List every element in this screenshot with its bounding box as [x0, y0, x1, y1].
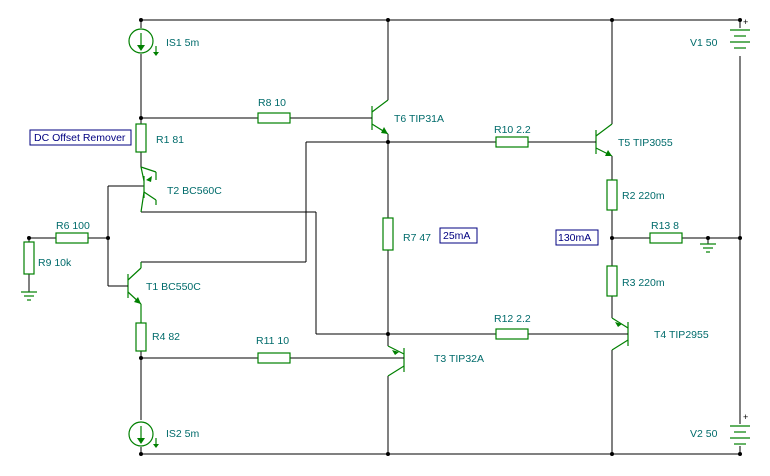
junction-dots: [27, 18, 742, 456]
resistor-r4: [135, 322, 147, 352]
output-current-note: 130mA: [558, 232, 591, 244]
r1-label: R1 81: [156, 134, 184, 146]
t4-label: T4 TIP2955: [654, 329, 709, 341]
resistor-r6: [55, 232, 89, 244]
transistor-t6: [360, 99, 389, 135]
battery-v1: [730, 29, 750, 49]
v2-plus: +: [743, 412, 748, 422]
r9-label: R9 10k: [38, 257, 72, 269]
bias-current-note-box: [439, 227, 478, 244]
resistor-r13: [649, 232, 683, 244]
t3-label: T3 TIP32A: [434, 353, 484, 365]
is1-label: IS1 5m: [166, 37, 200, 49]
transistor-t4: [611, 317, 629, 351]
resistor-r10: [495, 136, 529, 148]
ground-icon: [21, 291, 37, 301]
t6-label: T6 TIP31A: [394, 113, 444, 125]
resistor-r2: [606, 179, 618, 211]
dc-offset-note: DC Offset Remover: [34, 132, 126, 144]
t2-label: T2 BC560C: [167, 185, 222, 197]
wires: [28, 19, 741, 455]
r3-label: R3 220m: [622, 277, 665, 289]
transistor-t2: [132, 166, 157, 213]
output-current-note-box: [555, 229, 599, 246]
current-source-is2: [128, 421, 159, 448]
t1-label: T1 BC550C: [146, 281, 201, 293]
dc-offset-note-box: [29, 129, 132, 146]
r11-label: R11 10: [256, 335, 289, 347]
r7-label: R7 47: [403, 232, 431, 244]
v2-label: V2 50: [690, 428, 718, 440]
current-source-is1: [128, 28, 159, 56]
resistor-r7: [382, 217, 394, 251]
resistor-r1: [135, 123, 147, 153]
r2-label: R2 220m: [622, 190, 665, 202]
resistor-r8: [257, 112, 291, 124]
v1-label: V1 50: [690, 37, 718, 49]
resistor-r9: [23, 241, 35, 275]
battery-v2: [730, 425, 750, 445]
resistor-r3: [606, 265, 618, 297]
r6-label: R6 100: [56, 220, 90, 232]
resistor-r11: [257, 352, 291, 364]
r4-label: R4 82: [152, 331, 180, 343]
transistor-t1: [116, 262, 142, 323]
transistor-t5: [594, 123, 613, 157]
bias-current-note: 25mA: [443, 230, 470, 242]
r10-label: R10 2.2: [494, 124, 531, 136]
ground-icon: [700, 243, 716, 253]
t5-label: T5 TIP3055: [618, 137, 673, 149]
transistor-t3: [387, 345, 405, 377]
v1-plus: +: [743, 17, 748, 27]
r8-label: R8 10: [258, 97, 286, 109]
r12-label: R12 2.2: [494, 313, 531, 325]
resistor-r12: [495, 328, 529, 340]
is2-label: IS2 5m: [166, 428, 200, 440]
r13-label: R13 8: [651, 220, 679, 232]
